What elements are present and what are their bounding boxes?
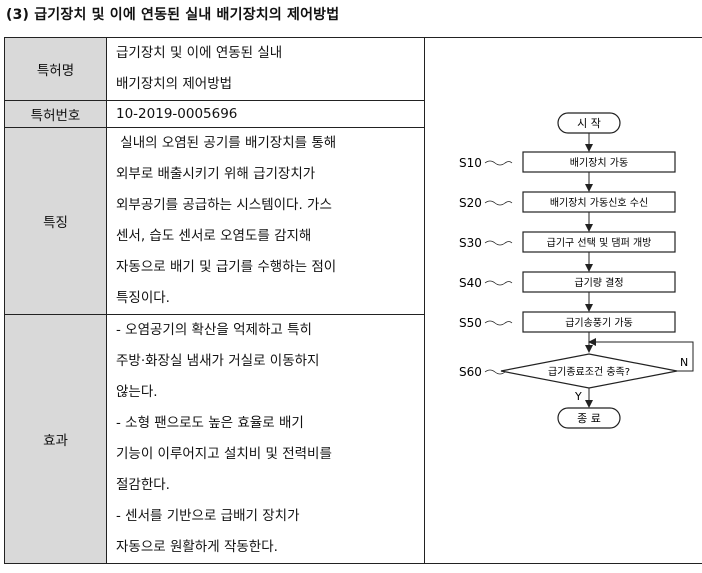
effect-line: 않는다. xyxy=(116,377,424,408)
end-label: 종 료 xyxy=(577,412,601,425)
feature-label: 특징 xyxy=(5,128,107,315)
step-id-s10: S10 xyxy=(459,156,482,170)
step-text-s10: 배기장치 가동 xyxy=(570,157,628,169)
feature-line: 외부공기를 공급하는 시스템이다. 가스 xyxy=(116,190,424,221)
patent-name-value: 급기장치 및 이에 연동된 실내 배기장치의 제어방법 xyxy=(107,38,425,101)
feature-line: 실내의 오염된 공기를 배기장치를 통해 xyxy=(116,128,424,159)
step-id-s30: S30 xyxy=(459,236,482,250)
patent-number-value: 10-2019-0005696 xyxy=(107,101,425,128)
document-heading: (3) 급기장치 및 이에 연동된 실내 배기장치의 제어방법 xyxy=(6,4,339,24)
control-flowchart: 시 작 S10 배기장치 가동 S20 배기장치 가동신호 수신 S30 급기구 xyxy=(425,38,702,560)
flowchart-cell: 시 작 S10 배기장치 가동 S20 배기장치 가동신호 수신 S30 급기구 xyxy=(425,38,702,564)
effect-line: - 소형 팬으로도 높은 효율로 배기 xyxy=(116,408,424,439)
effect-line: 주방·화장실 냄새가 거실로 이동하지 xyxy=(116,346,424,377)
start-label: 시 작 xyxy=(577,117,601,130)
patent-name-line: 배기장치의 제어방법 xyxy=(116,69,424,100)
step-text-s20: 배기장치 가동신호 수신 xyxy=(550,197,648,209)
patent-name-label: 특허명 xyxy=(5,38,107,101)
patent-number-label: 특허번호 xyxy=(5,101,107,128)
effect-text: - 오염공기의 확산을 억제하고 특히 주방·화장실 냄새가 거실로 이동하지 … xyxy=(107,315,425,564)
no-label: N xyxy=(680,356,688,369)
effect-line: - 오염공기의 확산을 억제하고 특히 xyxy=(116,315,424,346)
step-text-s30: 급기구 선택 및 댐퍼 개방 xyxy=(547,237,652,249)
feature-text: 실내의 오염된 공기를 배기장치를 통해 외부로 배출시키기 위해 급기장치가 … xyxy=(107,128,425,315)
feature-line: 센서, 습도 센서로 오염도를 감지해 xyxy=(116,221,424,252)
feature-line: 외부로 배출시키기 위해 급기장치가 xyxy=(116,159,424,190)
step-text-s40: 급기량 결정 xyxy=(574,277,623,289)
step-id-s20: S20 xyxy=(459,196,482,210)
feature-line: 특징이다. xyxy=(116,283,424,314)
patent-info-table: 특허명 급기장치 및 이에 연동된 실내 배기장치의 제어방법 시 작 S10 xyxy=(4,37,702,564)
step-id-s60: S60 xyxy=(459,365,482,379)
patent-name-line: 급기장치 및 이에 연동된 실내 xyxy=(116,38,424,69)
step-id-s50: S50 xyxy=(459,316,482,330)
effect-line: - 센서를 기반으로 급배기 장치가 xyxy=(116,501,424,532)
effect-label: 효과 xyxy=(5,315,107,564)
effect-line: 기능이 이루어지고 설치비 및 전력비를 xyxy=(116,439,424,470)
step-id-s40: S40 xyxy=(459,276,482,290)
effect-line: 자동으로 원활하게 작동한다. xyxy=(116,532,424,563)
step-text-s50: 급기송풍기 가동 xyxy=(565,317,633,329)
decision-text: 급기종료조건 충족? xyxy=(548,366,630,378)
feature-line: 자동으로 배기 및 급기를 수행하는 점이 xyxy=(116,252,424,283)
effect-line: 절감한다. xyxy=(116,470,424,501)
yes-label: Y xyxy=(574,390,582,403)
